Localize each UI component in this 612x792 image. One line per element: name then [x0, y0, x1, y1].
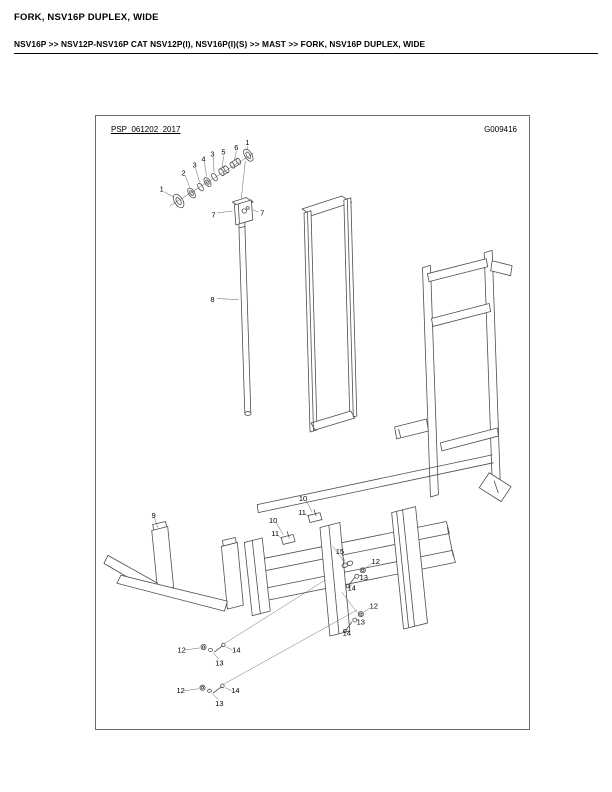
hardware-lower-right-drawing — [341, 592, 370, 634]
assembly-axis-line — [169, 153, 254, 207]
callout-10: 10 — [299, 494, 307, 503]
forks-drawing — [103, 518, 244, 612]
callout-7: 7 — [260, 208, 264, 217]
clip-parts-drawing — [275, 500, 323, 545]
callout-14: 14 — [343, 629, 351, 638]
callout-5: 5 — [221, 148, 225, 157]
anchor-rod-drawing — [217, 222, 252, 416]
callout-13: 13 — [215, 699, 223, 708]
callout-6: 6 — [234, 143, 238, 152]
callout-2: 2 — [182, 169, 186, 178]
hardware-left-mid-drawing — [185, 580, 326, 660]
callout-12: 12 — [372, 557, 380, 566]
callout-1: 1 — [245, 138, 249, 147]
callout-10: 10 — [269, 516, 277, 525]
callout-9: 9 — [152, 511, 156, 520]
callout-13: 13 — [357, 618, 365, 627]
parts-diagram: 1234356177891011101115121314121314121314… — [103, 138, 513, 708]
fork-carriage-drawing — [243, 506, 456, 637]
anchor-bracket-drawing — [217, 160, 259, 226]
callout-11: 11 — [298, 508, 306, 517]
callout-4: 4 — [201, 155, 205, 164]
callout-14: 14 — [231, 686, 239, 695]
hardware-upper-right-drawing — [332, 546, 372, 589]
callout-12: 12 — [370, 602, 378, 611]
drawing-code-label: PSP_061202_2017 — [111, 125, 181, 134]
header-divider — [14, 53, 598, 54]
callout-13: 13 — [360, 573, 368, 582]
callout-3: 3 — [210, 150, 214, 159]
callout-13: 13 — [215, 658, 223, 667]
callout-3: 3 — [192, 161, 196, 170]
callout-15: 15 — [336, 547, 344, 556]
callout-11: 11 — [271, 529, 279, 538]
callout-14: 14 — [348, 584, 356, 593]
callout-14: 14 — [232, 645, 240, 654]
callout-12: 12 — [176, 686, 184, 695]
breadcrumb: NSV16P >> NSV12P-NSV16P CAT NSV12P(I), N… — [14, 39, 426, 49]
diagram-frame: PSP_061202_2017 G009416 — [95, 115, 530, 730]
outer-mast-drawing — [394, 249, 513, 503]
callout-12: 12 — [177, 645, 185, 654]
hardware-left-bottom-drawing — [184, 609, 357, 700]
leader-lines-top — [164, 146, 249, 198]
page-title: FORK, NSV16P DUPLEX, WIDE — [14, 12, 159, 23]
callout-8: 8 — [210, 295, 214, 304]
callout-1: 1 — [160, 185, 164, 194]
inner-mast-drawing — [301, 195, 358, 433]
lower-rails-drawing — [256, 454, 494, 513]
washer-stack-drawing — [172, 148, 254, 209]
figure-code-label: G009416 — [484, 125, 517, 134]
callout-7: 7 — [211, 210, 215, 219]
